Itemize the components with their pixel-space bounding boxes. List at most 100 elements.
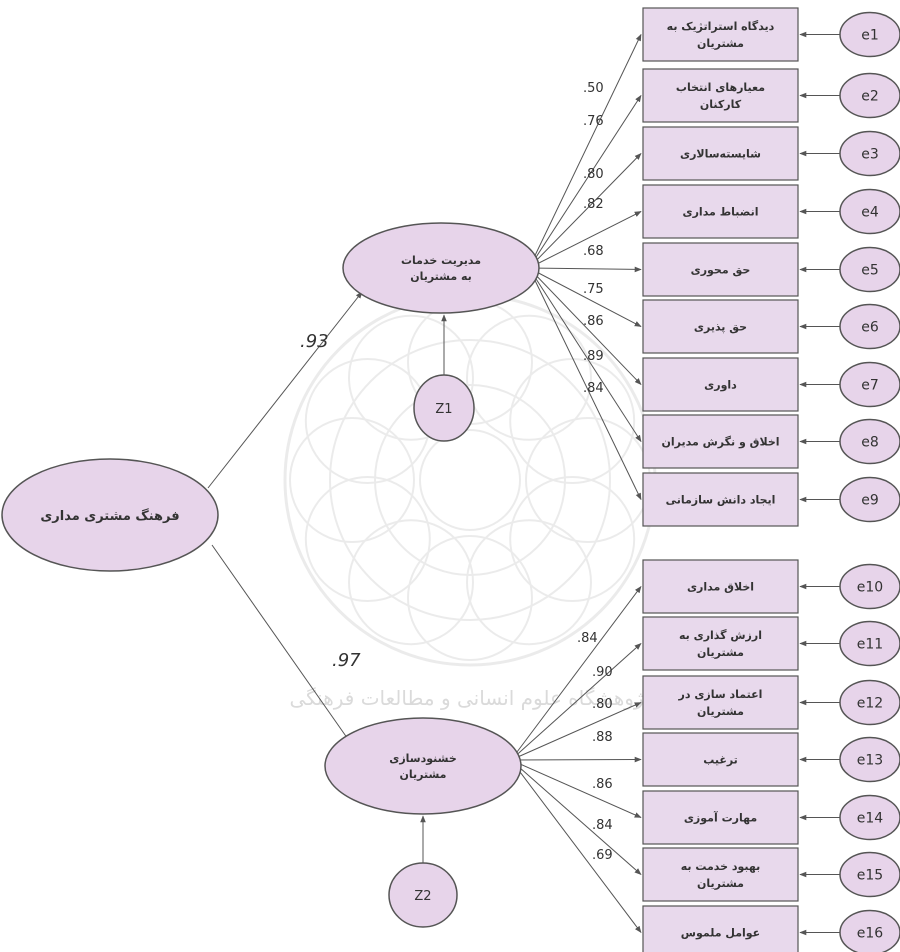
indicator-label: مشتریان — [697, 37, 744, 50]
indicator-box — [642, 790, 799, 845]
loading-arrow — [528, 267, 642, 443]
error-label: e12 — [857, 696, 883, 712]
indicator-label: بهبود خدمت به — [681, 860, 761, 873]
indicator-box — [642, 68, 799, 123]
indicator-label: شایسته‌سالاری — [680, 148, 761, 161]
indicator-label: اعتماد سازی در — [678, 688, 763, 701]
indicator-label: ایجاد دانش سازمانی — [666, 494, 776, 507]
error-ellipse — [839, 909, 900, 952]
loading-arrow — [528, 267, 642, 501]
root-latent: فرهنگ مشتری مداری — [1, 458, 219, 572]
error-e9: e9 — [799, 476, 900, 523]
error-e1: e1 — [799, 11, 900, 58]
error-ellipse — [839, 794, 900, 841]
indicator-box — [642, 905, 799, 952]
indicator-label: حق پذیری — [694, 321, 747, 334]
error-ellipse — [839, 188, 900, 235]
indicator-label: ارزش گذاری به — [679, 629, 762, 642]
indicator-box — [642, 616, 799, 671]
error-e7: e7 — [799, 361, 900, 408]
path-coef-2: .97 — [332, 650, 361, 671]
indicator-box — [642, 126, 799, 181]
indicator-label: کارکنان — [700, 98, 742, 111]
root-latent-label: فرهنگ مشتری مداری — [40, 508, 179, 524]
loading-arrow — [528, 267, 642, 386]
watermark-petal — [407, 535, 533, 661]
indicator-box — [642, 184, 799, 239]
latent-label: مدیریت خدمات — [401, 254, 481, 267]
watermark-petal — [509, 476, 636, 602]
indicator-label: انضباط مداری — [683, 206, 759, 219]
watermark-text: پژوهشگاه علوم انسانی و مطالعات فرهنگی — [289, 686, 650, 711]
indicator-7: داوری — [642, 357, 799, 412]
loading-arrow — [510, 643, 642, 761]
error-ellipse — [839, 72, 900, 119]
error-label: e15 — [857, 868, 883, 884]
error-e13: e13 — [799, 736, 900, 783]
watermark-petal — [466, 314, 592, 441]
indicator-3: شایسته‌سالاری — [642, 126, 799, 181]
error-label: e10 — [857, 580, 883, 596]
indicator-box — [642, 299, 799, 354]
indicator-box — [642, 847, 799, 902]
indicator-label: مهارت آموزی — [684, 811, 757, 825]
error-ellipse — [839, 246, 900, 293]
error-e12: e12 — [799, 679, 900, 726]
loading-value: .84 — [583, 381, 604, 396]
error-label: e9 — [861, 493, 879, 509]
error-e11: e11 — [799, 620, 900, 667]
loading-value: .75 — [583, 282, 604, 297]
loading-value: .89 — [583, 349, 604, 364]
error-ellipse — [839, 679, 900, 726]
error-label: e7 — [861, 378, 879, 394]
error-label: e3 — [861, 147, 879, 163]
latent-nodes: مدیریت خدمات به مشتریان Z1 خشنودسازی مشتریان… — [324, 222, 540, 928]
indicator-box — [642, 7, 799, 62]
error-label: e4 — [861, 205, 879, 221]
latent-label: مشتریان — [400, 768, 447, 781]
error-ellipse — [839, 11, 900, 58]
indicator-8: اخلاق و نگرش مدیران — [642, 414, 799, 469]
error-e5: e5 — [799, 246, 900, 293]
loading-value: .86 — [583, 314, 604, 329]
error-e6: e6 — [799, 303, 900, 350]
edges: .93.97.50.76.80.82.68.75.86.89.84.84.90.… — [207, 33, 642, 934]
loading-value: .86 — [592, 777, 613, 792]
indicator-13: ترغیب — [642, 732, 799, 787]
error-ellipse — [839, 620, 900, 667]
loading-value: .80 — [592, 697, 613, 712]
error-ellipse — [839, 418, 900, 465]
watermark-petal — [348, 314, 474, 441]
disturbance-ellipse — [413, 374, 475, 442]
path-root-to-latent-2 — [211, 544, 351, 743]
loading-arrow — [510, 585, 642, 761]
watermark-petal — [304, 476, 431, 602]
disturbance-ellipse — [388, 862, 458, 928]
loading-arrow — [510, 756, 642, 763]
loading-value: .80 — [583, 167, 604, 182]
latent-label: خشنودسازی — [389, 752, 457, 765]
indicator-14: مهارت آموزی — [642, 790, 799, 845]
error-label: e11 — [857, 637, 883, 653]
loading-arrow — [528, 94, 642, 269]
error-label: e13 — [857, 753, 883, 769]
loading-arrow — [510, 759, 642, 934]
latent-label: به مشتریان — [410, 270, 472, 283]
error-label: e1 — [861, 28, 879, 44]
loading-arrow — [528, 266, 642, 273]
error-e2: e2 — [799, 72, 900, 119]
indicator-4: انضباط مداری — [642, 184, 799, 239]
error-e10: e10 — [799, 563, 900, 610]
watermark-petal — [289, 417, 415, 543]
indicator-9: ایجاد دانش سازمانی — [642, 472, 799, 527]
error-label: e16 — [857, 926, 884, 942]
error-ellipse — [839, 130, 900, 177]
disturbance-Z1: Z1 — [413, 314, 475, 442]
indicator-label: ترغیب — [703, 754, 738, 767]
path-root-to-latent-1 — [207, 291, 363, 489]
latent-ellipse — [342, 222, 540, 314]
indicator-box — [642, 357, 799, 412]
